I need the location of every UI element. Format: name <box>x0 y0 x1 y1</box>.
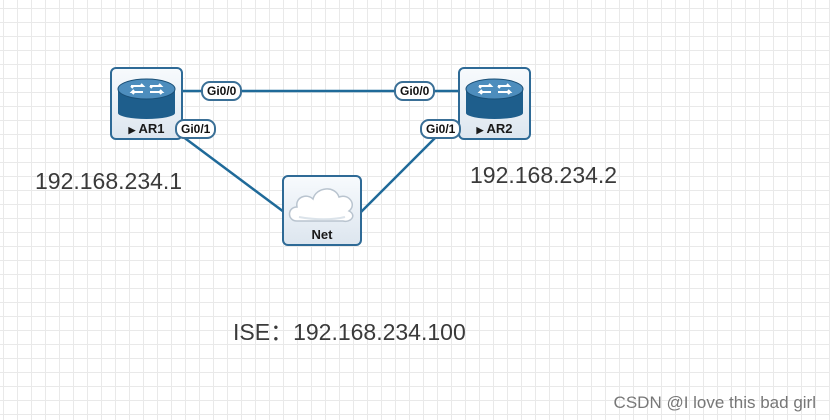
router-ar1-label: AR1 <box>138 121 165 136</box>
ise-ip-address: ISE：192.168.234.100 <box>233 319 466 345</box>
router-ar1[interactable]: ▶AR1 <box>110 67 183 140</box>
cloud-icon <box>288 188 354 223</box>
router-ar2[interactable]: ▶AR2 <box>458 67 531 140</box>
link-ar1-net <box>177 131 285 214</box>
router-ar2-label: AR2 <box>486 121 513 136</box>
port-ar1-gi0-0[interactable]: Gi0/0 <box>201 81 243 101</box>
watermark: CSDN @I love this bad girl <box>613 393 816 412</box>
port-ar1-gi0-1[interactable]: Gi0/1 <box>175 119 217 139</box>
play-icon: ▶ <box>128 125 136 135</box>
link-ar2-net <box>360 132 441 213</box>
ar1-ip-address: 192.168.234.1 <box>35 168 183 194</box>
port-ar2-gi0-1[interactable]: Gi0/1 <box>420 119 462 139</box>
play-icon: ▶ <box>476 125 484 135</box>
router-icon <box>117 78 176 119</box>
ar2-ip-address: 192.168.234.2 <box>470 162 618 188</box>
cloud-net-label: Net <box>311 227 333 242</box>
port-ar2-gi0-0[interactable]: Gi0/0 <box>394 81 436 101</box>
router-icon <box>465 78 524 119</box>
cloud-net[interactable]: Net <box>282 175 362 246</box>
